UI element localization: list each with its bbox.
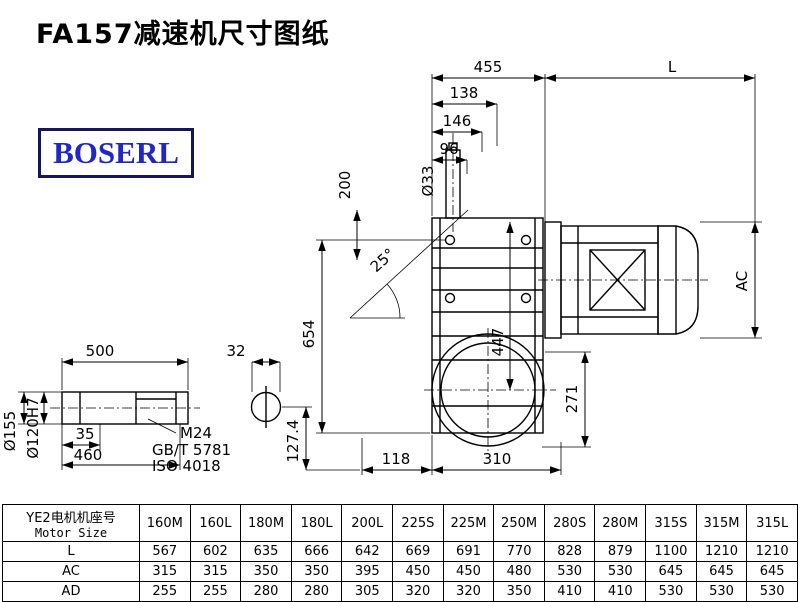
frame-size-col-header: 225S [392, 504, 444, 542]
dim-146: 146 [443, 112, 472, 130]
dim-127-4: 127.4 [284, 420, 302, 463]
dim-654: 654 [300, 320, 318, 349]
dim-32: 32 [226, 342, 245, 360]
frame-size-col-header: 315S [645, 504, 697, 542]
dim-25deg: 25° [367, 245, 399, 276]
spec-value: 642 [341, 541, 394, 562]
row-label: AC [2, 561, 140, 582]
spec-value: 669 [392, 541, 444, 562]
spec-value: 480 [493, 561, 545, 582]
frame-size-col-header: 250M [493, 504, 545, 542]
frame-size-col-header: 200L [341, 504, 394, 542]
dim-455: 455 [474, 58, 503, 76]
spec-value: 602 [189, 541, 242, 562]
spec-value: 320 [442, 581, 495, 602]
spec-value: 530 [645, 581, 697, 602]
frame-size-col-header: 225M [442, 504, 495, 542]
label-M24: M24 [180, 424, 212, 442]
dimension-lines [20, 74, 759, 474]
spec-value: 255 [189, 581, 242, 602]
row-label: L [2, 541, 140, 562]
spec-value: 530 [695, 581, 748, 602]
extension-lines [18, 74, 762, 475]
boserl-logo-text: BOSERL [53, 135, 179, 170]
dim-200: 200 [336, 171, 354, 200]
frame-size-col-header: 315M [695, 504, 748, 542]
gearbox-housing [431, 217, 544, 434]
dim-447: 447 [489, 328, 507, 357]
label-iso-4018: ISO 4018 [152, 457, 221, 475]
frame-size-col-header: 180M [240, 504, 292, 542]
frame-size-col-header: 180L [290, 504, 343, 542]
spec-value: 315 [189, 561, 242, 582]
dim-35: 35 [75, 425, 94, 443]
dim-dia155: Ø155 [1, 411, 19, 451]
frame-size-col-header: 280M [594, 504, 647, 542]
spec-value: 645 [695, 561, 748, 582]
frame-size-col-header: 160L [189, 504, 242, 542]
boserl-logo: BOSERL [38, 128, 194, 178]
spec-value: 567 [139, 541, 191, 562]
spec-value: 879 [594, 541, 647, 562]
spec-value: 395 [341, 561, 394, 582]
spec-value: 530 [746, 581, 798, 602]
dim-96: 96 [439, 140, 458, 158]
spec-value: 450 [442, 561, 495, 582]
dim-dia120H7: Ø120H7 [24, 397, 42, 458]
spec-value: 350 [493, 581, 545, 602]
spec-value: 320 [392, 581, 444, 602]
technical-drawing: 455 L 138 146 96 Ø33 200 25° 654 447 AC … [1, 58, 762, 475]
spec-value: 280 [240, 581, 292, 602]
spec-value: 1210 [746, 541, 798, 562]
dim-AC: AC [733, 271, 751, 291]
dim-L: L [668, 58, 677, 76]
dim-271: 271 [563, 385, 581, 414]
spec-value: 1100 [645, 541, 697, 562]
spec-value: 350 [290, 561, 343, 582]
dim-460: 460 [74, 446, 103, 464]
label-gbt-5781: GB/T 5781 [152, 441, 231, 459]
frame-size-col-header: 280S [543, 504, 596, 542]
dim-dia33: Ø33 [419, 166, 437, 197]
spec-value: 770 [493, 541, 545, 562]
spec-value: 691 [442, 541, 495, 562]
spec-value: 828 [543, 541, 596, 562]
page-title: FA157减速机尺寸图纸 [36, 19, 330, 50]
spec-value: 530 [543, 561, 596, 582]
row-label: AD [2, 581, 140, 602]
frame-size-col-header: 160M [139, 504, 191, 542]
motor [544, 221, 699, 339]
spec-value: 305 [341, 581, 394, 602]
spec-value: 1210 [695, 541, 748, 562]
spec-value: 255 [139, 581, 191, 602]
spec-value: 410 [543, 581, 596, 602]
spec-value: 350 [240, 561, 292, 582]
spec-value: 450 [392, 561, 444, 582]
spec-value: 666 [290, 541, 343, 562]
dim-500: 500 [86, 342, 115, 360]
spec-value: 645 [746, 561, 798, 582]
frame-size-col-header: 315L [746, 504, 798, 542]
dim-310: 310 [483, 450, 512, 468]
dim-118: 118 [382, 450, 411, 468]
spec-value: 645 [645, 561, 697, 582]
spec-value: 530 [594, 561, 647, 582]
spec-value: 315 [139, 561, 191, 582]
spec-value: 410 [594, 581, 647, 602]
shaft-section-view [250, 386, 282, 428]
spec-value: 280 [290, 581, 343, 602]
dim-138: 138 [450, 84, 479, 102]
spec-value: 635 [240, 541, 292, 562]
